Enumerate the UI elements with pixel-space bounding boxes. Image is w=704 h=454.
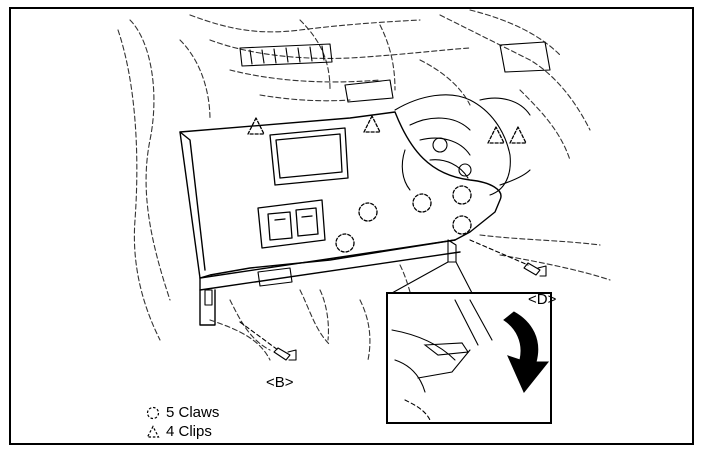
dashed-circle-icon [146, 406, 160, 419]
dashed-triangle-icon [146, 424, 160, 438]
callout-d-label: <D> [528, 291, 557, 308]
lower-structure [209, 264, 411, 361]
detail-inset [386, 292, 552, 424]
panel-tab [204, 267, 293, 306]
clip-markers [247, 115, 527, 144]
background-vents [239, 41, 551, 103]
lower-finish-panel [179, 111, 502, 326]
legend-row-clips: 4 Clips [146, 422, 219, 441]
legend-clips-label: 4 Clips [166, 423, 212, 440]
legend-row-claws: 5 Claws [146, 403, 219, 422]
legend: 5 Claws 4 Clips [146, 403, 219, 441]
curved-down-arrow-icon [503, 311, 550, 393]
panel-opening [269, 127, 349, 186]
switch-block [257, 199, 326, 249]
callout-b-label: <B> [266, 374, 294, 391]
figure-frame [9, 7, 694, 445]
screw-d [469, 239, 547, 277]
center-console-sketch [394, 94, 531, 196]
legend-claws-label: 5 Claws [166, 404, 220, 421]
claw-markers [335, 185, 472, 253]
inset-leader [391, 239, 473, 294]
screw-b [239, 321, 297, 361]
background-dashboard-lines [117, 9, 611, 361]
